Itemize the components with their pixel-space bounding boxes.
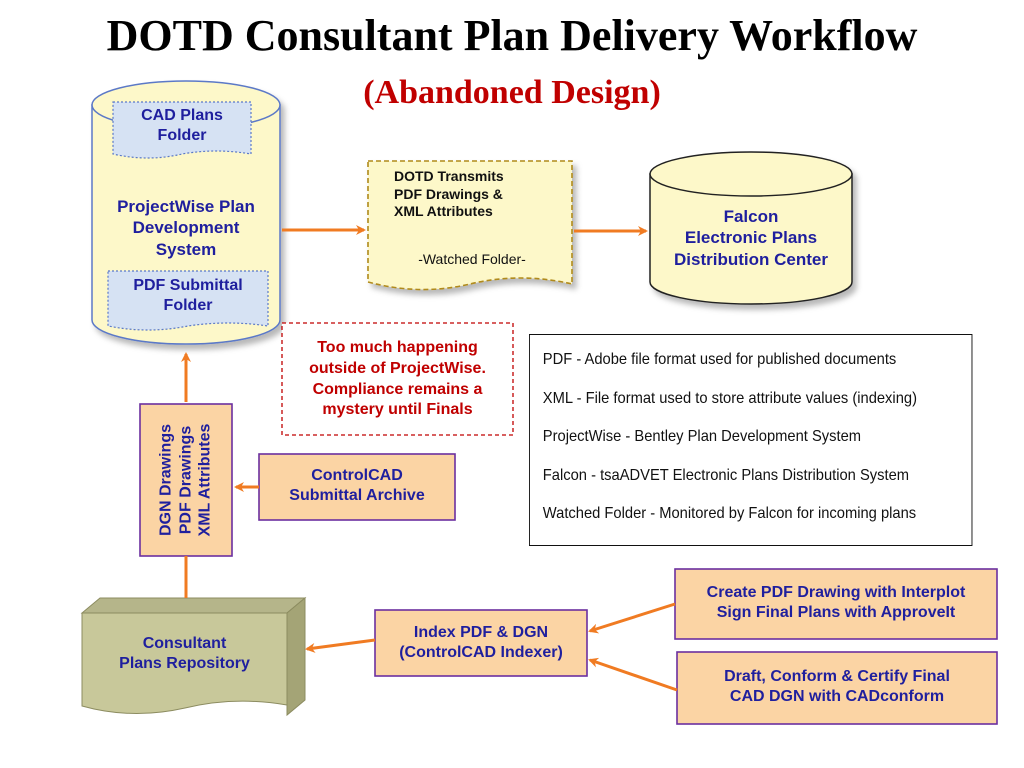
pdf-folder-line-2: Folder bbox=[163, 297, 213, 314]
falcon-line-3: Distribution Center bbox=[674, 249, 828, 269]
diagram-title: DOTD Consultant Plan Delivery Workflow bbox=[106, 11, 918, 60]
create-pdf-line-2: Sign Final Plans with ApproveIt bbox=[716, 604, 956, 621]
transmit-line-1: DOTD Transmits bbox=[394, 168, 504, 184]
repository-label: Consultant Plans Repository bbox=[82, 634, 287, 674]
cad-folder-line-2: Folder bbox=[157, 127, 207, 144]
drawings-box: DGN Drawings PDF Drawings XML Attributes bbox=[140, 404, 232, 556]
controlcad-archive-border bbox=[258, 453, 456, 521]
falcon-line-2: Electronic Plans bbox=[684, 228, 818, 248]
create-pdf-label: Create PDF Drawing with Interplot Sign F… bbox=[675, 583, 997, 623]
legend-def: File format used to store attribute valu… bbox=[585, 389, 917, 407]
arrow-indexer-to-repository bbox=[305, 638, 376, 653]
legend-box: PDF - Adobe file format used for publish… bbox=[529, 334, 973, 546]
drawings-line-2: PDF Drawings bbox=[177, 425, 195, 535]
falcon-line-1: Falcon bbox=[723, 207, 779, 226]
create-pdf-line-1: Create PDF Drawing with Interplot bbox=[706, 584, 966, 601]
legend-term: Falcon - bbox=[542, 466, 601, 484]
create-pdf-box-border bbox=[674, 568, 998, 640]
projectwise-line-2: Development bbox=[132, 218, 240, 238]
warning-line-2: outside of ProjectWise. bbox=[309, 359, 486, 377]
pdf-submittal-folder-shape bbox=[107, 270, 269, 331]
drawings-line-3: XML Attributes bbox=[196, 423, 214, 537]
indexer-box-border bbox=[374, 609, 588, 677]
legend-row-projectwise: ProjectWise - Bentley Plan Development S… bbox=[543, 428, 972, 467]
archive-line-1: ControlCAD bbox=[311, 467, 403, 484]
arrow-draft-to-indexer bbox=[588, 657, 678, 692]
warning-box-border bbox=[281, 322, 514, 436]
transmit-label: DOTD Transmits PDF Drawings & XML Attrib… bbox=[394, 168, 554, 221]
pdf-submittal-folder-label: PDF Submittal Folder bbox=[108, 276, 268, 316]
draft-line-2: CAD DGN with CADconform bbox=[729, 688, 945, 705]
legend-term: PDF - bbox=[542, 351, 585, 368]
arrow-createpdf-to-indexer bbox=[588, 602, 676, 634]
legend-term: ProjectWise - bbox=[542, 428, 635, 445]
drawings-line-1: DGN Drawings bbox=[157, 424, 175, 537]
legend-def: Monitored by Falcon for incoming plans bbox=[659, 505, 917, 522]
draft-label: Draft, Conform & Certify Final CAD DGN w… bbox=[677, 667, 997, 707]
legend-def: Adobe file format used for published doc… bbox=[584, 351, 897, 368]
watched-folder-label: -Watched Folder- bbox=[418, 251, 526, 267]
legend-def: tsaADVET Electronic Plans Distribution S… bbox=[600, 466, 910, 484]
indexer-line-2: (ControlCAD Indexer) bbox=[399, 644, 563, 661]
transmit-document-shape bbox=[367, 160, 573, 291]
transmit-line-2: PDF Drawings & bbox=[394, 185, 503, 202]
indexer-line-1: Index PDF & DGN bbox=[413, 624, 549, 641]
repository-line-2: Plans Repository bbox=[119, 655, 250, 672]
warning-line-3: Compliance remains a bbox=[312, 380, 483, 398]
transmit-line-3: XML Attributes bbox=[394, 203, 493, 219]
drawings-box-border bbox=[139, 403, 233, 557]
projectwise-line-1: ProjectWise Plan bbox=[117, 197, 255, 216]
repository-line-1: Consultant bbox=[142, 635, 227, 652]
cad-plans-folder-shape bbox=[112, 101, 252, 159]
diagram-subtitle: (Abandoned Design) bbox=[363, 74, 661, 111]
legend-row-xml: XML - File format used to store attribut… bbox=[543, 390, 972, 429]
draft-line-1: Draft, Conform & Certify Final bbox=[724, 668, 950, 685]
draft-box-border bbox=[676, 651, 998, 725]
legend-def: Bentley Plan Development System bbox=[634, 428, 862, 445]
falcon-label: Falcon Electronic Plans Distribution Cen… bbox=[650, 206, 852, 270]
warning-label: Too much happening outside of ProjectWis… bbox=[282, 338, 513, 421]
legend-row-pdf: PDF - Adobe file format used for publish… bbox=[543, 351, 972, 390]
legend-term: Watched Folder - bbox=[542, 505, 660, 522]
indexer-label: Index PDF & DGN (ControlCAD Indexer) bbox=[375, 623, 587, 663]
pdf-folder-line-1: PDF Submittal bbox=[133, 277, 243, 294]
falcon-cylinder bbox=[649, 151, 853, 305]
drawings-box-label: DGN Drawings PDF Drawings XML Attributes bbox=[157, 404, 216, 556]
legend-row-falcon: Falcon - tsaADVET Electronic Plans Distr… bbox=[543, 467, 972, 506]
warning-line-1: Too much happening bbox=[317, 339, 478, 356]
archive-line-2: Submittal Archive bbox=[289, 487, 425, 504]
legend-row-watched-folder: Watched Folder - Monitored by Falcon for… bbox=[543, 505, 972, 544]
cad-plans-folder-label: CAD Plans Folder bbox=[113, 106, 251, 146]
projectwise-line-3: System bbox=[155, 239, 217, 259]
legend-term: XML - bbox=[542, 389, 586, 407]
projectwise-label: ProjectWise Plan Development System bbox=[96, 196, 276, 260]
controlcad-archive-label: ControlCAD Submittal Archive bbox=[259, 466, 455, 506]
warning-line-4: mystery until Finals bbox=[322, 401, 473, 419]
repository-shape bbox=[80, 596, 307, 717]
cad-folder-line-1: CAD Plans bbox=[141, 107, 223, 124]
